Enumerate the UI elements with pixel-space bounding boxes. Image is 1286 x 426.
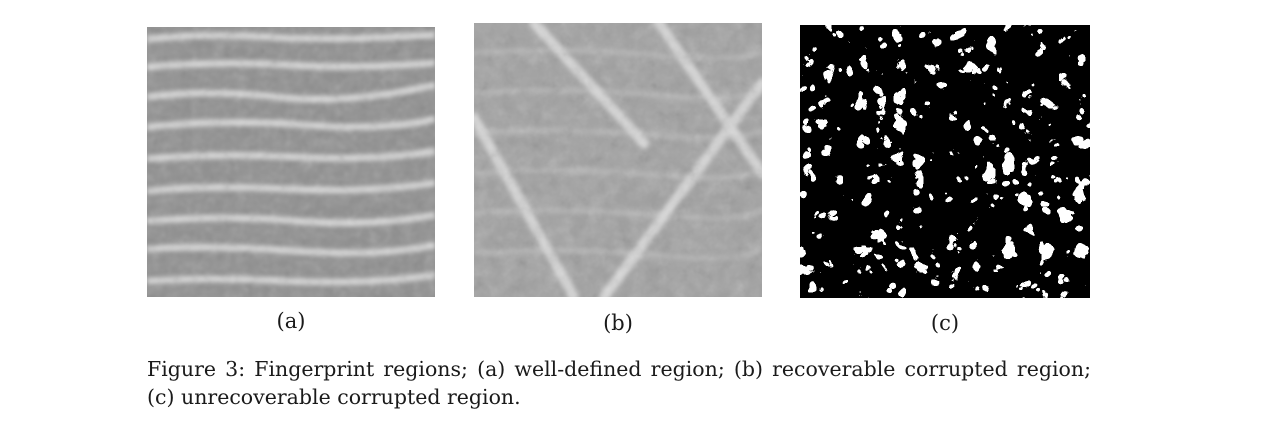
fingerprint-image-recoverable-corrupted [474,23,762,297]
figure-caption: Figure 3: Fingerprint regions; (a) well-… [147,357,1091,409]
panel-label-c: (c) [930,311,960,335]
panel-label-b: (b) [603,311,633,335]
fingerprint-image-well-defined [147,27,435,297]
fingerprint-image-unrecoverable-corrupted [800,25,1090,298]
panel-label-a: (a) [276,309,306,333]
